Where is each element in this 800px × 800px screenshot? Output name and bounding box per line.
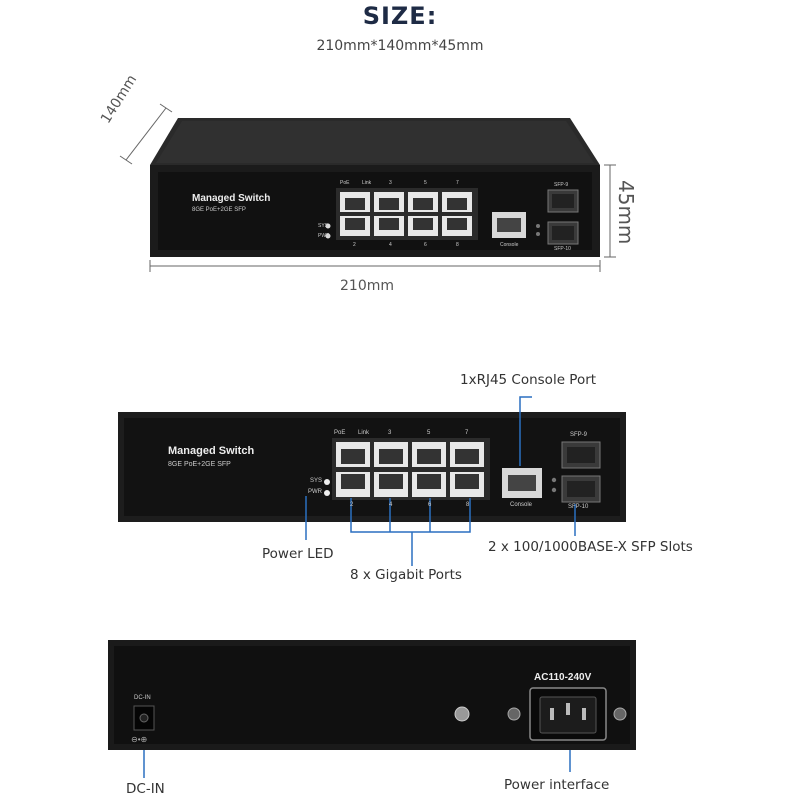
- front-port-num-5: 5: [427, 430, 431, 436]
- front-link-label: Link: [358, 430, 370, 436]
- front-sys-led: [324, 479, 330, 485]
- mount-screw-left: [507, 707, 521, 721]
- top-port-num-3: 3: [389, 180, 392, 186]
- front-port-num-2: 2: [350, 502, 354, 508]
- front-port-num-8: 8: [466, 502, 470, 508]
- front-pwr-led: [324, 490, 330, 496]
- callout-power-led: Power LED: [262, 546, 334, 562]
- top-port-block: [336, 188, 478, 240]
- callout-dc-in: DC-IN: [126, 781, 165, 797]
- top-port-num-5: 5: [424, 180, 427, 186]
- front-sfp10-label: SFP-10: [568, 504, 589, 510]
- top-port-num-4: 4: [389, 242, 392, 248]
- top-port-num-7: 7: [456, 180, 459, 186]
- front-pwr-label: PWR: [308, 489, 322, 495]
- front-port-block: [332, 438, 490, 500]
- top-sfp10-label: SFP-10: [554, 246, 571, 252]
- front-device-name: Managed Switch: [168, 445, 255, 457]
- size-dimensions: 210mm*140mm*45mm: [316, 38, 484, 54]
- top-device-name: Managed Switch: [192, 193, 271, 204]
- front-sys-label: SYS: [310, 478, 323, 484]
- top-port-num-6: 6: [424, 242, 427, 248]
- front-sfp9-label: SFP-9: [570, 432, 588, 438]
- top-device-spec: 8GE PoE+2GE SFP: [192, 207, 246, 213]
- front-console-label: Console: [510, 502, 533, 508]
- height-label: 45mm: [614, 180, 638, 245]
- front-poe-label: PoE: [334, 430, 346, 436]
- front-sfp-slots: [561, 441, 601, 503]
- front-port-num-6: 6: [428, 502, 432, 508]
- ground-screw: [454, 706, 470, 722]
- top-port-num-2: 2: [353, 242, 356, 248]
- dc-polarity-icon: ⊖•⊕: [131, 735, 148, 744]
- top-sys-label: SYS: [318, 223, 329, 229]
- top-console-label: Console: [500, 242, 519, 248]
- top-port-num-8: 8: [456, 242, 459, 248]
- front-port-num-7: 7: [465, 430, 469, 436]
- top-link-label: Link: [362, 180, 372, 186]
- front-port-num-3: 3: [388, 430, 392, 436]
- top-sfp9-label: SFP-9: [554, 182, 569, 188]
- top-pwr-label: PWR: [318, 233, 330, 239]
- top-sfp-slots: [547, 189, 579, 245]
- size-title: SIZE:: [362, 2, 438, 30]
- callout-console-port: 1xRJ45 Console Port: [460, 372, 597, 388]
- rear-ac-label: AC110-240V: [534, 672, 592, 683]
- mount-screw-right: [613, 707, 627, 721]
- callout-power-interface: Power interface: [504, 777, 610, 793]
- front-port-num-4: 4: [389, 502, 393, 508]
- callout-gigabit-ports: 8 x Gigabit Ports: [350, 567, 462, 583]
- callout-sfp-slots: 2 x 100/1000BASE-X SFP Slots: [488, 539, 693, 555]
- top-poe-label: PoE: [340, 180, 350, 186]
- rear-dc-in-label: DC-IN: [134, 695, 151, 701]
- width-label: 210mm: [340, 278, 394, 294]
- front-device-spec: 8GE PoE+2GE SFP: [168, 461, 231, 468]
